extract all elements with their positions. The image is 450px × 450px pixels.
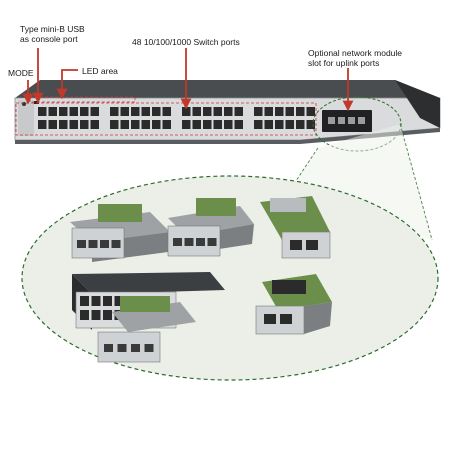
usb-console-port: [34, 101, 39, 104]
sfp-port: [144, 344, 154, 352]
ethernet-port: [152, 120, 161, 129]
module-slot-port: [348, 117, 355, 124]
ethernet-port: [110, 107, 119, 116]
ethernet-port: [69, 120, 78, 129]
ethernet-port: [91, 296, 101, 306]
ethernet-port: [48, 107, 57, 116]
ethernet-port: [264, 107, 273, 116]
ethernet-port: [234, 120, 243, 129]
ethernet-port: [224, 107, 233, 116]
ethernet-port: [90, 107, 99, 116]
switch-chassis: [14, 80, 441, 144]
ethernet-port: [141, 120, 150, 129]
ethernet-port: [203, 107, 212, 116]
ethernet-port: [59, 107, 68, 116]
ethernet-port: [234, 107, 243, 116]
module-slot-port: [328, 117, 335, 124]
sfp-port: [196, 238, 205, 246]
ethernet-port: [203, 120, 212, 129]
module-2x-rj45: [255, 274, 332, 335]
console-area: [18, 100, 34, 136]
ethernet-port: [141, 107, 150, 116]
sfp-port: [111, 240, 121, 248]
module-slot-ports: [328, 117, 365, 124]
ethernet-port: [114, 296, 124, 306]
ethernet-port: [182, 120, 191, 129]
ethernet-port: [80, 310, 89, 320]
ethernet-port: [285, 107, 294, 116]
ethernet-port: [192, 120, 201, 129]
ethernet-port: [296, 107, 305, 116]
ethernet-port: [80, 296, 89, 306]
switch-with-module: [72, 272, 225, 363]
ethernet-port: [103, 310, 112, 320]
ethernet-port: [152, 107, 161, 116]
led-area-arrow: [56, 69, 78, 100]
ports-highlight: [15, 102, 317, 136]
switch-ports-label: 48 10/100/1000 Switch ports: [132, 37, 240, 47]
ethernet-port: [275, 107, 284, 116]
module-2x-10g: [260, 196, 331, 259]
zoom-wedge: [290, 124, 432, 240]
ethernet-port: [91, 310, 101, 320]
ethernet-port: [131, 107, 140, 116]
ethernet-port: [162, 120, 171, 129]
ethernet-port: [38, 120, 47, 129]
ethernet-port: [224, 120, 233, 129]
ethernet-port: [275, 120, 284, 129]
ethernet-port: [90, 120, 99, 129]
switch-ports: [38, 107, 315, 129]
led-area-label: LED area: [82, 66, 118, 76]
module-slot-port: [338, 117, 345, 124]
ethernet-port: [120, 107, 129, 116]
ethernet-port: [162, 107, 171, 116]
ethernet-port: [264, 120, 273, 129]
sfp-port: [104, 344, 113, 352]
network-module-slot: [322, 110, 372, 132]
sfp-port: [184, 238, 194, 246]
ethernet-port: [103, 296, 112, 306]
module-4x-sfp: [70, 204, 170, 262]
ethernet-port: [213, 107, 222, 116]
ethernet-port: [182, 107, 191, 116]
ethernet-port: [254, 120, 263, 129]
module-4x-sfp-2: [167, 198, 254, 257]
sfp-port: [117, 344, 127, 352]
ethernet-port: [48, 120, 57, 129]
ethernet-port: [59, 120, 68, 129]
ethernet-port: [285, 120, 294, 129]
ethernet-port: [306, 107, 315, 116]
ethernet-port: [110, 120, 119, 129]
network-module-label: Optional network module slot for uplink …: [308, 48, 403, 68]
chassis-top: [15, 80, 440, 98]
mode-label: MODE: [8, 68, 34, 78]
ethernet-port: [69, 107, 78, 116]
ethernet-port: [213, 120, 222, 129]
ethernet-port: [80, 120, 89, 129]
sfp-port: [77, 240, 86, 248]
ethernet-port: [192, 107, 201, 116]
ethernet-port: [254, 107, 263, 116]
chassis-right-side: [395, 80, 440, 128]
sfp-port: [100, 240, 109, 248]
sfp-port: [88, 240, 98, 248]
ethernet-port: [131, 120, 140, 129]
usb-console-label: Type mini-B USB as console port: [20, 24, 85, 44]
ethernet-port: [306, 120, 315, 129]
sfp-port: [207, 238, 217, 246]
ethernet-port: [38, 107, 47, 116]
ethernet-port: [80, 107, 89, 116]
sfp-port: [131, 344, 140, 352]
ethernet-port: [120, 120, 129, 129]
module-slot-port: [358, 117, 365, 124]
ethernet-port: [296, 120, 305, 129]
chassis-bottom: [15, 128, 440, 144]
sfp-port: [173, 238, 182, 246]
